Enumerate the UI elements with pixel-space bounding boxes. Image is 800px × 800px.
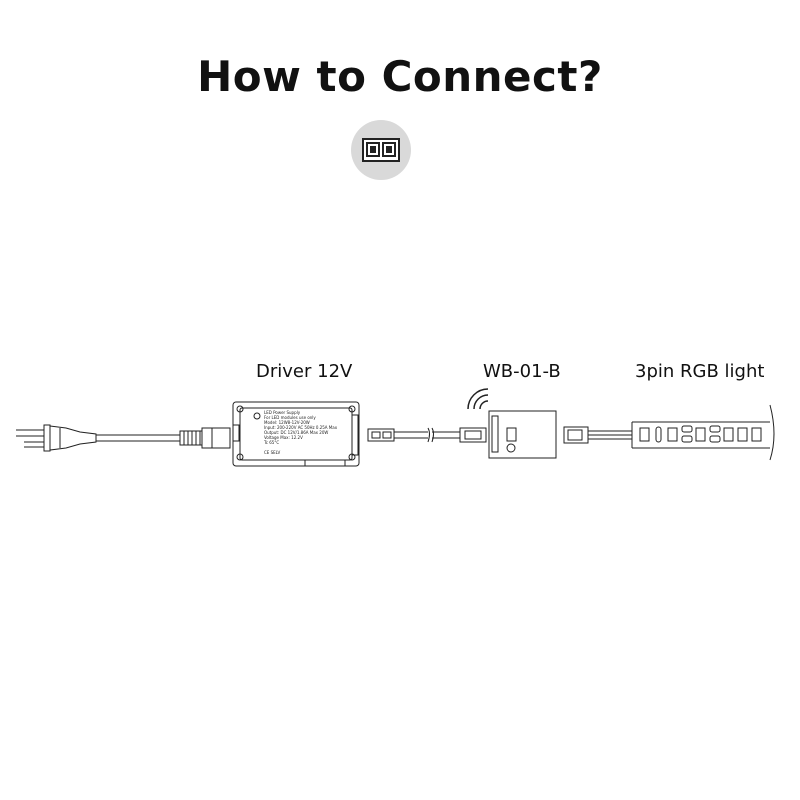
power-plug-icon [16,424,97,452]
light-label: 3pin RGB light [635,361,765,382]
driver-plate-line3: Model: 12W8-12V-20W [264,420,310,425]
rgb-light-strip [631,404,775,461]
page-title: How to Connect? [197,52,603,101]
connector-badge [351,120,411,180]
driver-box: LED Power Supply For LED modules use onl… [232,401,360,467]
driver-plate-line4: Input: 200-220V AC 50Hz 0.25A Max [264,425,338,430]
male-connector [367,428,395,442]
driver-plate-line2: For LED modules use only [264,415,316,420]
driver-plate-line6: Voltage Max: 12.2V [264,435,303,440]
strip-connector [563,426,589,444]
led-chip [681,435,693,443]
led-chip [709,425,721,433]
led-chip [639,427,650,442]
led-chip [723,427,734,442]
female-connector [459,427,487,443]
led-chip [695,427,706,442]
led-chip [709,435,721,443]
led-chip [737,427,748,442]
cable-strain-relief [179,427,231,449]
led-chip [751,427,762,442]
2pin-connector-icon [362,138,400,162]
led-chip [667,427,678,442]
driver-plate-line7: Tc 65°C [263,440,279,445]
driver-plate-line5: Output: DC 12V/1.86A Max 20W [264,430,328,435]
led-chip [681,425,693,433]
wireless-signal-icon [467,388,489,410]
controller-box [488,410,557,459]
driver-plate-line1: LED Power Supply [264,410,301,415]
driver-label: Driver 12V [256,361,353,382]
driver-plate-marks: CE SELV [264,450,280,455]
controller-label: WB-01-B [483,361,561,382]
led-chip [655,426,662,443]
